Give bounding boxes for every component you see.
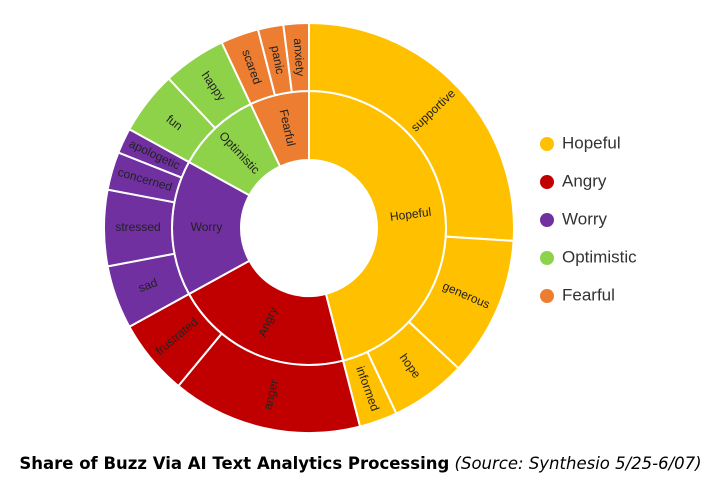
legend-marker-angry — [540, 175, 554, 189]
outer-segment-label-panic: panic — [268, 44, 287, 75]
inner-segment-label-worry: Worry — [191, 220, 223, 234]
outer-segment-anxiety — [282, 21, 310, 94]
legend-marker-hopeful — [540, 137, 554, 151]
outer-segment-label-sad: sad — [136, 275, 159, 295]
outer-segment-label-anger: anger — [261, 378, 281, 411]
legend-label-angry: Angry — [562, 171, 607, 190]
caption-source: (Source: Synthesio 5/25-6/07) — [454, 454, 702, 473]
legend-label-hopeful: Hopeful — [562, 133, 621, 152]
outer-ring: supportivegeneroushopeinformedangerfrust… — [103, 21, 515, 434]
outer-segment-label-stressed: stressed — [115, 220, 160, 234]
legend-label-fearful: Fearful — [562, 285, 615, 304]
outer-segment-supportive — [308, 21, 515, 242]
chart-caption: Share of Buzz Via AI Text Analytics Proc… — [0, 454, 721, 473]
legend-label-optimistic: Optimistic — [562, 247, 637, 266]
legend-marker-optimistic — [540, 251, 554, 265]
legend-label-worry: Worry — [562, 209, 608, 228]
legend-marker-worry — [540, 213, 554, 227]
outer-segment-label-anxiety: anxiety — [291, 38, 307, 77]
legend-marker-fearful — [540, 289, 554, 303]
inner-segment-label-hopeful: Hopeful — [389, 205, 432, 224]
caption-title: Share of Buzz Via AI Text Analytics Proc… — [19, 454, 450, 473]
